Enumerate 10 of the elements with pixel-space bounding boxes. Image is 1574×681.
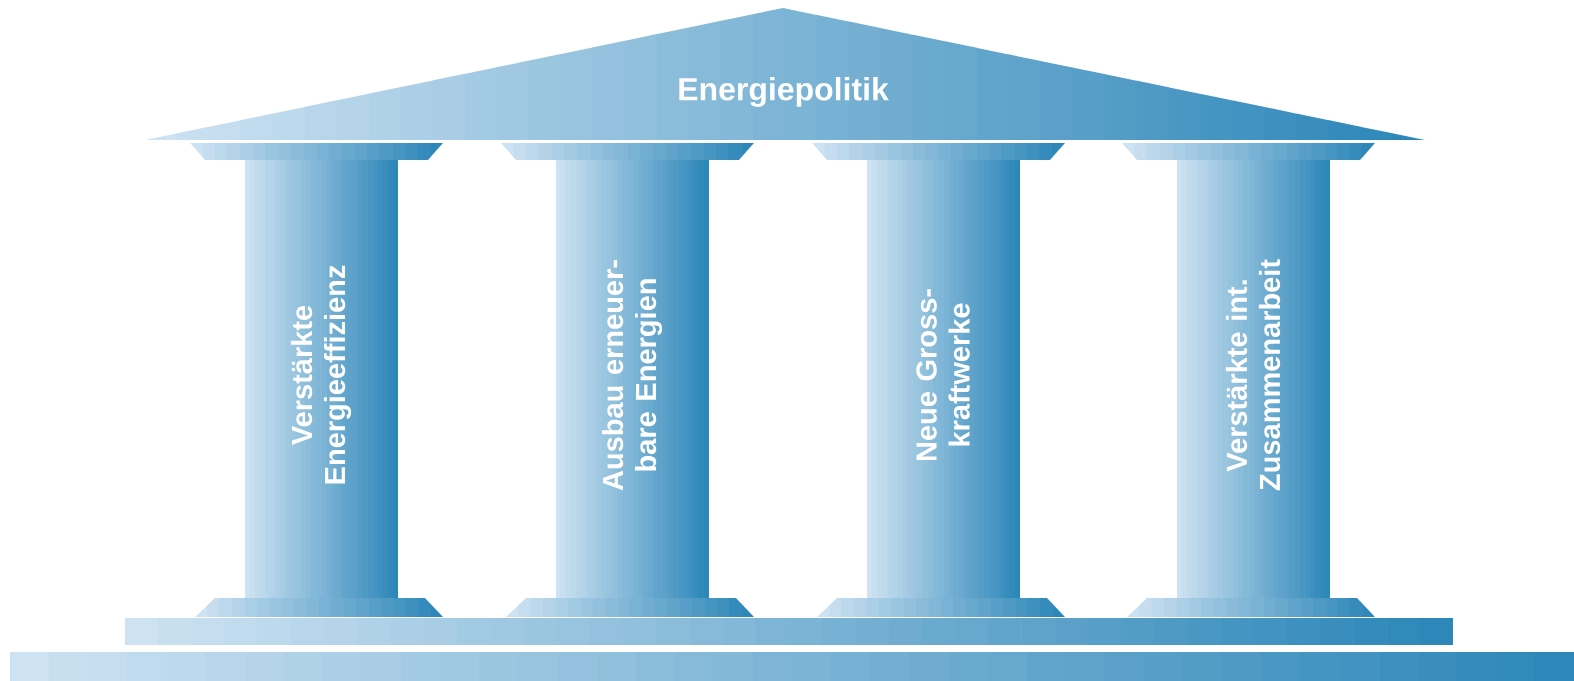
pillar: Verstärkte int. Zusammenarbeit	[1122, 143, 1375, 617]
roof: Energiepolitik	[145, 8, 1425, 140]
pillar: Verstärkte Energieeffizienz	[190, 143, 443, 617]
pillar: Ausbau erneuer- bare Energien	[501, 143, 754, 617]
node-label: Verstärkte int. Zusammenarbeit	[1225, 259, 1281, 491]
node-label: Energiepolitik	[679, 77, 889, 107]
node-label: Verstärkte Energieeffizienz	[290, 265, 352, 484]
pillar: Neue Gross- kraftwerke	[812, 143, 1065, 617]
node-label: Neue Gross- kraftwerke	[916, 289, 970, 461]
node-label: Ausbau erneuer- bare Energien	[601, 260, 663, 491]
